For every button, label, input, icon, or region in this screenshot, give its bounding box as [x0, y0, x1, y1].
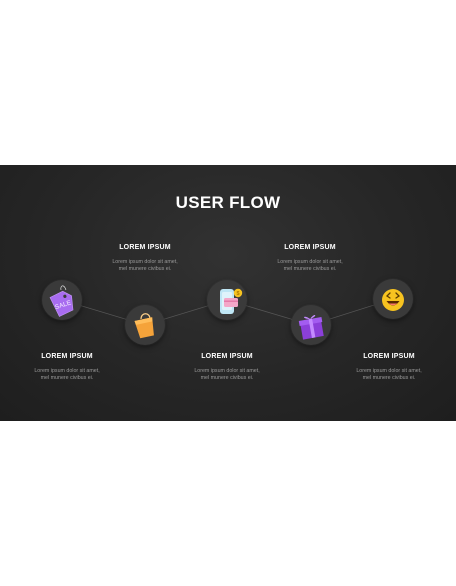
step-4-description-line-2: mel munere civibus ei.	[283, 266, 337, 272]
step-4-description-line-1: Lorem ipsum dolor sit amet,	[277, 259, 343, 265]
sale-tag-text: SALE	[54, 299, 73, 311]
step-2-label: LOREM IPSUM	[119, 244, 171, 251]
gift-box-icon	[298, 315, 324, 340]
step-3-description-line-1: Lorem ipsum dolor sit amet,	[194, 368, 260, 374]
mobile-payment-icon: $	[220, 288, 243, 314]
step-5-description-line-1: Lorem ipsum dolor sit amet,	[356, 368, 422, 374]
step-5-node	[373, 279, 413, 319]
step-1-description-line-2: mel munere civibus ei.	[40, 375, 94, 381]
slide-title: USER FLOW	[175, 193, 281, 212]
happy-face-icon	[382, 289, 404, 311]
user-flow-slide: USER FLOW SALE LOREM IPSUM Lorem ipsum d…	[0, 165, 456, 421]
step-1-description-line-1: Lorem ipsum dolor sit amet,	[34, 368, 100, 374]
step-2-node	[125, 305, 165, 345]
step-3-label: LOREM IPSUM	[201, 353, 253, 360]
step-5-description-line-2: mel munere civibus ei.	[362, 375, 416, 381]
step-3-description: Lorem ipsum dolor sit amet, mel munere c…	[177, 368, 277, 382]
step-1-description: Lorem ipsum dolor sit amet, mel munere c…	[17, 368, 117, 382]
step-4-description: Lorem ipsum dolor sit amet, mel munere c…	[260, 259, 360, 273]
step-5-description: Lorem ipsum dolor sit amet, mel munere c…	[339, 368, 439, 382]
step-1-label: LOREM IPSUM	[41, 353, 93, 360]
shopping-bag-icon	[134, 313, 154, 339]
step-1-node: SALE	[42, 280, 82, 320]
sale-tag-icon: SALE	[49, 285, 74, 317]
step-3-description-line-2: mel munere civibus ei.	[200, 375, 254, 381]
step-4-label: LOREM IPSUM	[284, 244, 336, 251]
step-2-description: Lorem ipsum dolor sit amet, mel munere c…	[95, 259, 195, 273]
step-4-node	[291, 305, 331, 345]
step-2-description-line-2: mel munere civibus ei.	[118, 266, 172, 272]
step-5-label: LOREM IPSUM	[363, 353, 415, 360]
coin-symbol: $	[236, 291, 239, 297]
step-3-node: $	[207, 280, 247, 320]
step-2-description-line-1: Lorem ipsum dolor sit amet,	[112, 259, 178, 265]
